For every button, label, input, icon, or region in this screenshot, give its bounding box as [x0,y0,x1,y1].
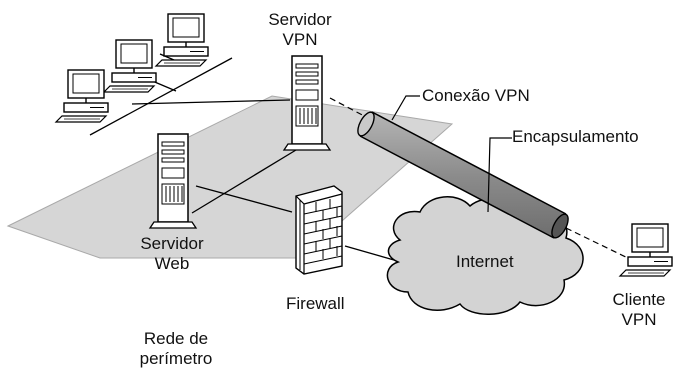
vpn-connection-leader [391,95,420,121]
perimeter-network-label-line1: Rede de [143,329,209,348]
vpn-dashed-link [329,97,369,119]
perimeter-network-label-line2: perímetro [139,349,213,368]
encapsulation-label: Encapsulamento [512,127,639,146]
vpn-connection-label: Conexão VPN [422,86,530,105]
client-dashed-link [565,227,637,263]
firewall-label: Firewall [286,294,345,313]
vpn-client-label: Cliente VPN [600,290,678,330]
desktop-computer-icon [103,39,157,93]
web-server-label: Servidor Web [124,234,220,274]
firewall-brick-icon [295,185,343,275]
desktop-computer-icon [55,69,109,123]
vpn-tunnel-icon [357,111,569,239]
desktop-computer-icon [619,223,673,277]
encapsulation-leader [487,137,512,213]
vpn-server-label-line2: VPN [282,30,318,49]
desktop-computer-icon [155,13,209,67]
vpn-server-label-line1: Servidor [268,10,332,29]
internet-label: Internet [456,252,514,271]
web-server-label-line2: Web [154,254,190,273]
vpn-client-label-line1: Cliente [612,290,666,309]
vpn-client-label-line2: VPN [621,310,657,329]
web-server-label-line1: Servidor [140,234,204,253]
perimeter-network-label: Rede de perímetro [124,329,228,369]
vpn-server-label: Servidor VPN [258,10,342,50]
